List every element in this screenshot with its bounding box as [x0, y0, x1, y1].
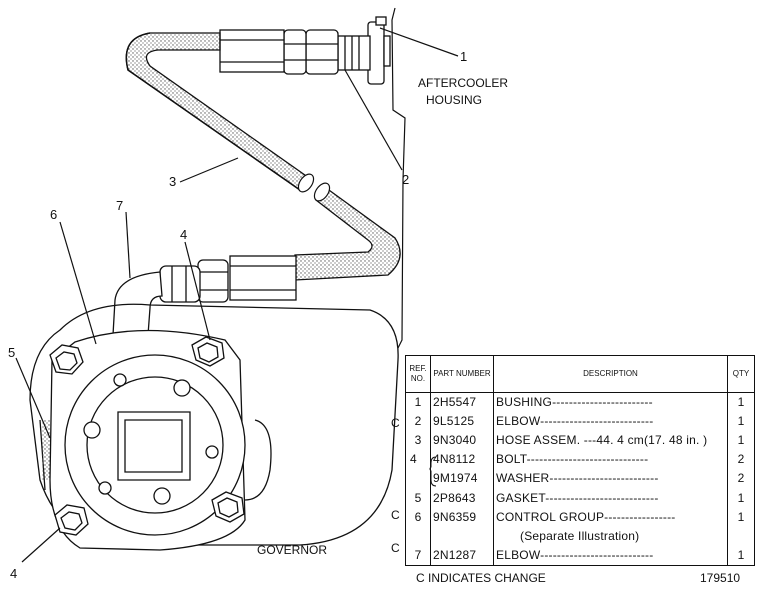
cell-part: 9N6359: [430, 507, 494, 527]
bushing-part: [367, 16, 391, 85]
cell-desc: BOLT-----------------------------: [493, 450, 728, 470]
cell-part: 9L5125: [430, 412, 494, 432]
cell-part: 9N3040: [430, 431, 494, 451]
top-fittings: [219, 29, 371, 75]
cell-part: 9M1974: [430, 469, 494, 489]
callout-3: 3: [169, 174, 176, 189]
cell-desc: CONTROL GROUP-----------------: [493, 507, 728, 527]
table-header-row: REF. NO. PART NUMBER DESCRIPTION QTY: [405, 355, 755, 393]
callout-6: 6: [50, 207, 57, 222]
cell-qty: 1: [727, 431, 755, 451]
aftercooler-label-line2: HOUSING: [426, 93, 482, 107]
governor-label: GOVERNOR: [257, 543, 327, 557]
cell-desc: ELBOW---------------------------: [493, 412, 728, 432]
cell-ref: 5: [405, 488, 431, 508]
figure-number: 179510: [700, 571, 741, 585]
callout-5: 5: [8, 345, 15, 360]
cell-ref: 6: [405, 507, 431, 527]
change-legend: C INDICATES CHANGE: [416, 571, 546, 585]
cell-qty: 1: [727, 545, 755, 566]
cell-part: 4N8112: [430, 450, 494, 470]
cell-ref: 7: [405, 545, 431, 566]
cell-qty: 1: [727, 392, 755, 413]
header-part-number: PART NUMBER: [430, 355, 494, 393]
lower-fittings: [159, 255, 297, 303]
change-marker-row7: C: [391, 508, 400, 522]
cell-desc: BUSHING------------------------: [493, 392, 728, 413]
cell-qty: 1: [727, 412, 755, 432]
cell-part: 2N1287: [430, 545, 494, 566]
cell-ref: 3: [405, 431, 431, 451]
cell-part: 2P8643: [430, 488, 494, 508]
aftercooler-label-line1: AFTERCOOLER: [418, 76, 508, 90]
cell-desc: WASHER--------------------------: [493, 469, 728, 489]
header-ref-no: REF. NO.: [405, 355, 431, 393]
cell-desc: ELBOW---------------------------: [493, 545, 728, 566]
change-marker-row2: C: [391, 416, 400, 430]
cell-ref: 2: [405, 412, 431, 432]
cell-qty: 2: [727, 469, 755, 489]
header-description: DESCRIPTION: [493, 355, 728, 393]
cell-ref: [405, 526, 431, 546]
cell-part: [430, 526, 494, 546]
aftercooler-housing: [391, 7, 406, 349]
cell-qty: 1: [727, 488, 755, 508]
hose-lower: [294, 182, 401, 281]
callout-4-upper: 4: [180, 227, 187, 242]
callout-2: 2: [402, 172, 409, 187]
cell-part: 2H5547: [430, 392, 494, 413]
table-row: (Separate Illustration): [405, 526, 755, 546]
callout-4-lower: 4: [10, 566, 17, 581]
cell-qty: 1: [727, 507, 755, 527]
change-marker-row9: C: [391, 541, 400, 555]
cell-desc: (Separate Illustration): [493, 526, 728, 546]
cell-qty: [727, 526, 755, 546]
header-qty: QTY: [727, 355, 755, 393]
leader-lines: [15, 27, 459, 563]
cell-qty: 2: [727, 450, 755, 470]
cell-desc: HOSE ASSEM. ---44. 4 cm(17. 48 in. ): [493, 431, 728, 451]
cell-desc: GASKET---------------------------: [493, 488, 728, 508]
cell-ref: 1: [405, 392, 431, 413]
callout-1: 1: [460, 49, 467, 64]
elbow-part: [112, 271, 163, 336]
hose-upper: [125, 32, 315, 193]
callout-7: 7: [116, 198, 123, 213]
cell-ref: 4: [405, 450, 431, 470]
cell-ref: [405, 469, 431, 489]
governor-bolts: [49, 336, 245, 536]
